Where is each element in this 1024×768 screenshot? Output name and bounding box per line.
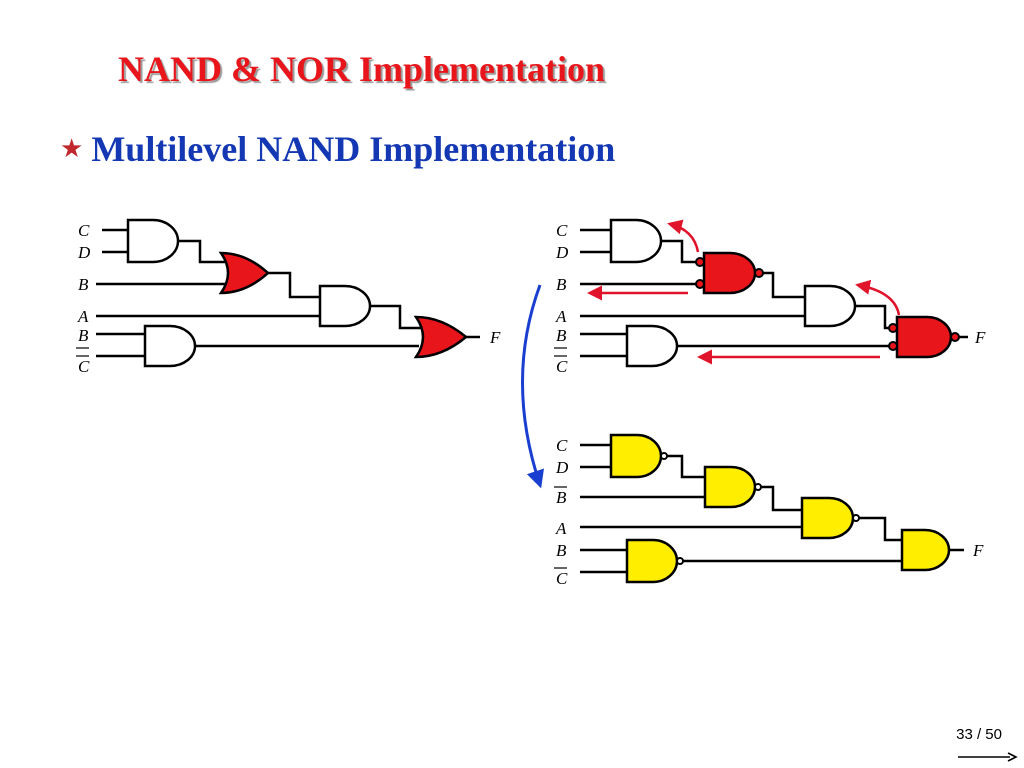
bullet-text: Multilevel NAND Implementation — [91, 129, 616, 169]
slide-title: NAND & NOR Implementation — [118, 49, 605, 89]
circuit-original-wires — [96, 228, 480, 358]
transform-arrows — [587, 219, 901, 365]
inversion-bubble — [888, 323, 898, 333]
nand-gate — [625, 538, 679, 584]
and-gate — [609, 218, 663, 264]
bullet-item: ★ Multilevel NAND Implementation — [60, 128, 615, 170]
and-gate — [625, 324, 679, 368]
inversion-bubble — [888, 341, 898, 351]
input-label: A — [555, 519, 567, 538]
and-gate — [318, 284, 372, 328]
input-label: C — [556, 357, 568, 376]
circuit-nand-with-bubbles-labels: C D B A B C F — [554, 221, 986, 376]
transform-arrow — [521, 284, 544, 489]
nand-gate — [895, 315, 953, 359]
input-label: C — [78, 221, 90, 240]
and-gate — [126, 218, 180, 264]
star-icon: ★ — [60, 134, 84, 163]
inversion-bubble — [676, 557, 684, 565]
input-label: B — [78, 326, 89, 345]
circuit-all-nand-wires — [580, 443, 964, 574]
inversion-bubble — [695, 257, 705, 267]
circuit-original: C D B A B C F — [76, 218, 501, 376]
nand-gate — [609, 433, 663, 479]
input-label: C — [556, 221, 568, 240]
input-label: B — [556, 541, 567, 560]
input-label: A — [77, 307, 89, 326]
or-gate — [413, 315, 468, 359]
output-label: F — [489, 328, 501, 347]
bubble-move-arrow — [667, 219, 700, 253]
inversion-bubble — [950, 332, 960, 342]
and-gate — [803, 284, 857, 328]
inversion-bubble — [695, 279, 705, 289]
or-gate — [218, 251, 270, 295]
circuit-all-nand-labels: C D B A B C F — [554, 436, 984, 588]
circuit-nand-with-bubbles-gates — [609, 218, 960, 368]
input-label: C — [556, 569, 568, 588]
nand-gate — [800, 496, 855, 540]
output-label: F — [972, 541, 984, 560]
circuit-original-labels: C D B A B C F — [76, 221, 501, 376]
input-label: B — [556, 275, 567, 294]
circuit-original-gates — [126, 218, 468, 368]
input-label: D — [77, 243, 91, 262]
nand-gate — [703, 465, 757, 509]
bubble-move-arrow — [855, 279, 901, 316]
input-label: A — [555, 307, 567, 326]
page-number: 33 / 50 — [956, 726, 1002, 743]
input-label: C — [78, 357, 90, 376]
nand-gate — [900, 528, 951, 572]
input-label: D — [555, 243, 569, 262]
circuit-all-nand: C D B A B C F — [554, 433, 984, 588]
circuit-nand-with-bubbles-wires — [580, 228, 968, 358]
arrow-right-icon[interactable] — [958, 750, 1018, 764]
nand-gate — [702, 251, 757, 295]
inversion-bubble — [754, 483, 762, 491]
inversion-bubble — [754, 268, 764, 278]
input-label: C — [556, 436, 568, 455]
inversion-bubble — [660, 452, 668, 460]
input-label: B — [556, 488, 567, 507]
input-label: D — [555, 458, 569, 477]
input-label: B — [78, 275, 89, 294]
input-label: B — [556, 326, 567, 345]
circuit-nand-with-bubbles: C D B A B C F — [554, 218, 986, 376]
output-label: F — [974, 328, 986, 347]
and-gate — [143, 324, 197, 368]
circuit-all-nand-gates — [609, 433, 951, 584]
inversion-bubble — [852, 514, 860, 522]
